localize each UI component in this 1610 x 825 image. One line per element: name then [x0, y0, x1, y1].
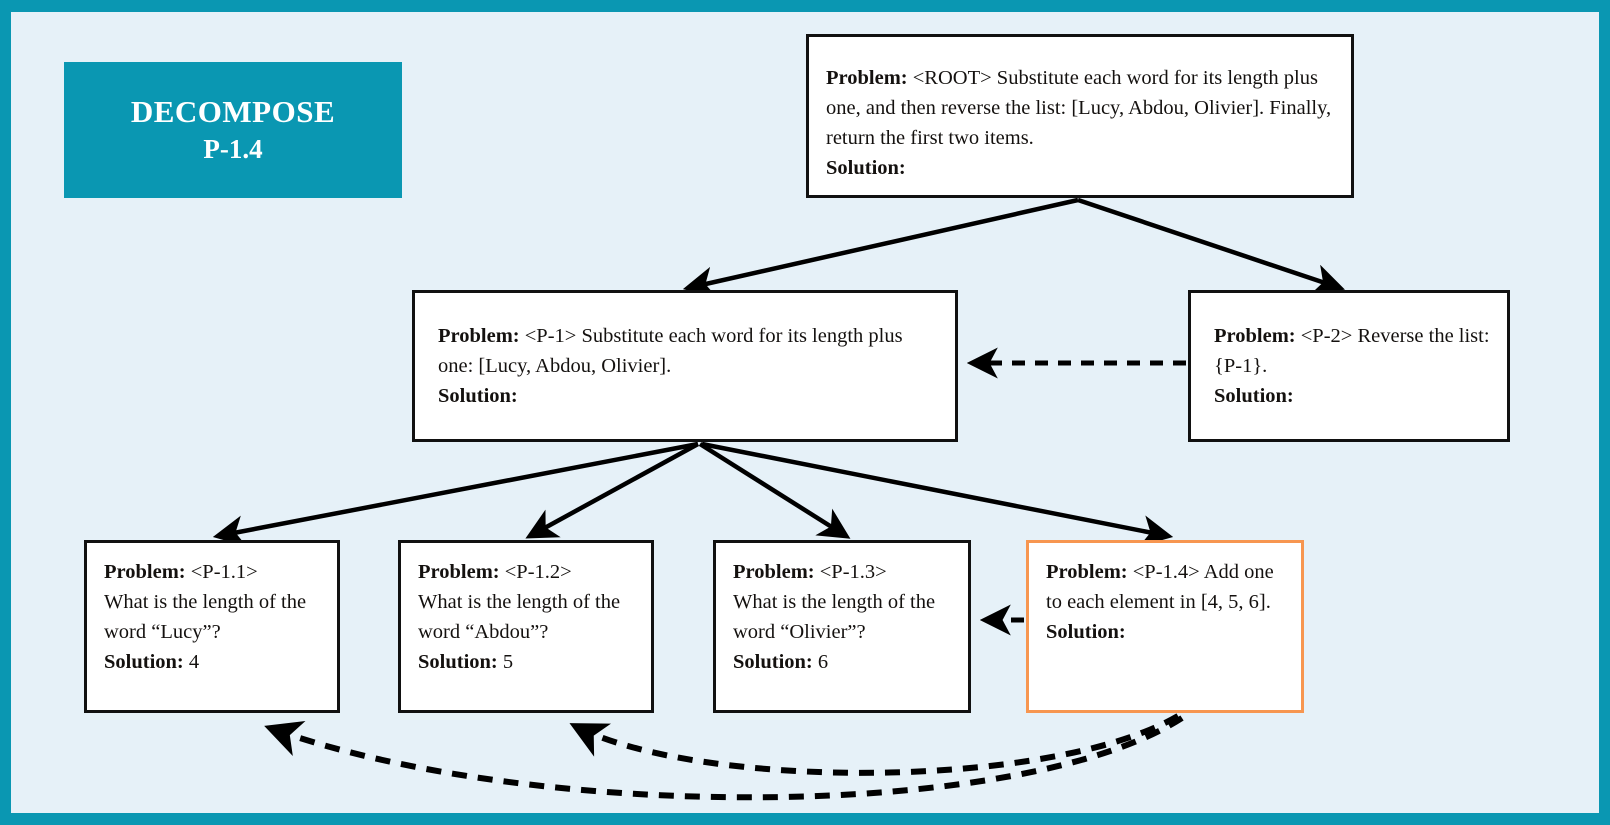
node-p14-highlighted[interactable]: Problem: <P-1.4> Add one to each element…: [1026, 540, 1304, 713]
decompose-badge: DECOMPOSE P-1.4: [64, 62, 402, 198]
badge-subtitle: P-1.4: [203, 134, 263, 165]
node-p2[interactable]: Problem: <P-2> Reverse the list: {P-1}. …: [1188, 290, 1510, 442]
node-p2-problem-text: Reverse the list: {P-1}.: [1214, 325, 1490, 378]
node-root-tag: <ROOT>: [912, 67, 992, 89]
node-p2-solution-label: Solution:: [1214, 385, 1294, 408]
node-p11-problem-label: Problem:: [104, 561, 186, 583]
node-p1-problem-label: Problem:: [438, 325, 520, 347]
node-p1-tag: <P-1>: [524, 325, 577, 347]
node-p12-solution-value: 5: [502, 651, 514, 674]
node-root[interactable]: Problem: <ROOT> Substitute each word for…: [806, 34, 1354, 198]
node-p1-problem-text: Substitute each word for its length plus…: [438, 325, 903, 378]
node-p14-tag: <P-1.4>: [1132, 561, 1200, 583]
node-p14-problem-label: Problem:: [1046, 561, 1128, 583]
node-p1[interactable]: Problem: <P-1> Substitute each word for …: [412, 290, 958, 442]
node-p13-problem-text: What is the length of the word “Olivier”…: [733, 591, 936, 644]
badge-title: DECOMPOSE: [130, 94, 336, 130]
node-p14-problem-text: Add one to each element in [4, 5, 6].: [1046, 561, 1274, 614]
node-p13-problem-label: Problem:: [733, 561, 815, 583]
node-root-problem-text: Substitute each word for its length plus…: [826, 67, 1332, 150]
node-p2-problem-label: Problem:: [1214, 325, 1296, 347]
node-root-problem-label: Problem:: [826, 67, 908, 89]
node-p13[interactable]: Problem: <P-1.3> What is the length of t…: [713, 540, 971, 713]
node-p11[interactable]: Problem: <P-1.1> What is the length of t…: [84, 540, 340, 713]
node-p12-problem-label: Problem:: [418, 561, 500, 583]
node-p1-solution-label: Solution:: [438, 385, 518, 408]
node-root-solution-label: Solution:: [826, 157, 906, 180]
node-p12-tag: <P-1.2>: [504, 561, 572, 583]
node-p12-solution-label: Solution:: [418, 651, 498, 674]
node-p14-solution-label: Solution:: [1046, 621, 1126, 644]
node-p11-solution-label: Solution:: [104, 651, 184, 674]
node-p13-tag: <P-1.3>: [819, 561, 887, 583]
node-p11-problem-text: What is the length of the word “Lucy”?: [104, 591, 307, 644]
node-p2-tag: <P-2>: [1300, 325, 1353, 347]
node-p12-problem-text: What is the length of the word “Abdou”?: [418, 591, 621, 644]
node-p13-solution-label: Solution:: [733, 651, 813, 674]
node-p12[interactable]: Problem: <P-1.2> What is the length of t…: [398, 540, 654, 713]
node-p11-solution-value: 4: [188, 651, 200, 674]
node-p13-solution-value: 6: [817, 651, 829, 674]
node-p11-tag: <P-1.1>: [190, 561, 258, 583]
